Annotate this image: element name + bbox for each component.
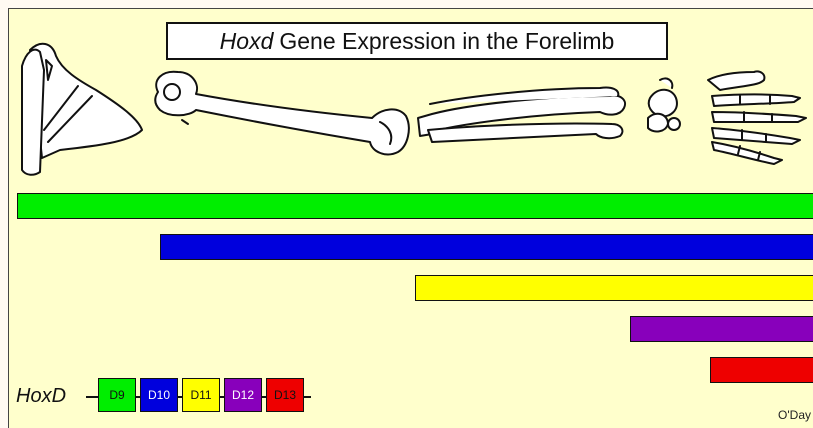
title-text: Gene Expression in the Forelimb bbox=[279, 28, 614, 55]
legend-gene-d11: D11 bbox=[182, 378, 220, 412]
expression-bar-d11 bbox=[415, 275, 813, 301]
expression-bar-d10 bbox=[160, 234, 813, 260]
legend-label: HoxD bbox=[16, 385, 66, 408]
legend-gene-d10: D10 bbox=[140, 378, 178, 412]
figure-title: Hoxd Gene Expression in the Forelimb bbox=[166, 22, 668, 60]
radius-ulna-bones bbox=[418, 87, 625, 142]
legend-gene-d9: D9 bbox=[98, 378, 136, 412]
hand-bones bbox=[708, 71, 806, 164]
legend-gene-d13: D13 bbox=[266, 378, 304, 412]
scapula-bone bbox=[22, 44, 142, 175]
expression-bar-d13 bbox=[710, 357, 813, 383]
legend-gene-d12: D12 bbox=[224, 378, 262, 412]
humerus-bone bbox=[155, 72, 409, 155]
carpal-bones bbox=[648, 78, 680, 131]
author-credit: O'Day bbox=[778, 408, 811, 422]
expression-bar-d12 bbox=[630, 316, 813, 342]
title-gene-name: Hoxd bbox=[220, 28, 274, 55]
expression-bar-d9 bbox=[17, 193, 813, 219]
